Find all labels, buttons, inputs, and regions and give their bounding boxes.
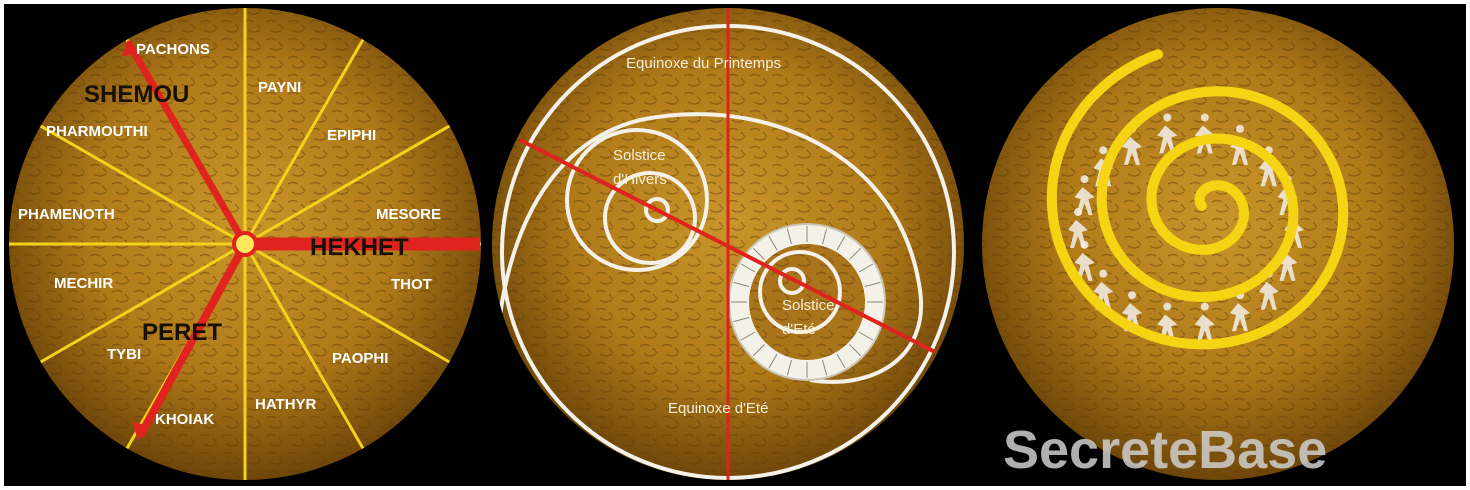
label-winter-solstice-2: d'Hivers (613, 171, 667, 188)
watermark: SecreteBase (1003, 420, 1327, 480)
season-shemou: SHEMOU (84, 81, 189, 108)
zodiac-figure (1230, 291, 1250, 332)
zodiac-tick (752, 247, 765, 260)
zodiac-figure (1122, 124, 1142, 165)
month-labels: PACHONS PAYNI EPIPHI MESORE THOT PAOPHI … (18, 41, 441, 428)
label-summer-solstice-1: Solstice (782, 297, 835, 314)
spiral-outer-sweep (493, 112, 924, 471)
zodiac-tick (858, 263, 874, 273)
arrowhead-peret (132, 422, 150, 440)
month-payni: PAYNI (258, 79, 301, 96)
zodiac-tick (768, 353, 778, 369)
zodiac-tick (733, 317, 750, 323)
zodiac-figure (1157, 302, 1178, 343)
month-hathyr: HATHYR (255, 396, 317, 413)
spiral-summer (758, 250, 842, 334)
month-epiphi: EPIPHI (327, 127, 376, 144)
month-khoiak: KHOIAK (155, 411, 214, 428)
season-peret: PERET (142, 319, 222, 346)
season-hekhet: HEKHET (310, 234, 409, 261)
zodiac-tick (733, 281, 750, 287)
zodiac-tick (822, 359, 828, 376)
spiral-winter (565, 128, 709, 272)
panel-left-calendar: PACHONS PAYNI EPIPHI MESORE THOT PAOPHI … (9, 8, 481, 480)
zodiac-tick (768, 235, 778, 251)
month-mesore: MESORE (376, 206, 441, 223)
zodiac-figure (1277, 240, 1298, 281)
zodiac-tick (864, 281, 881, 287)
month-paophi: PAOPHI (332, 350, 388, 367)
month-mechir: MECHIR (54, 275, 113, 292)
zodiac-tick (836, 353, 846, 369)
label-equinox-bottom: Equinoxe d'Eté (668, 400, 768, 417)
axis-diagonal (519, 138, 936, 354)
zodiac-ring-ticks (731, 226, 883, 378)
season-line-shemou (124, 40, 249, 246)
zodiac-tick (740, 331, 756, 341)
zodiac-figure (1194, 302, 1215, 343)
month-pharmouthi: PHARMOUTHI (46, 123, 148, 140)
label-summer-solstice-2: d'Eté (782, 321, 816, 338)
yellow-spiral (1046, 49, 1349, 350)
zodiac-tick (836, 235, 846, 251)
panel-middle-spiral: Equinoxe du Printemps Solstice d'Hivers … (492, 8, 964, 480)
zodiac-tick (858, 331, 874, 341)
panel-right-spiral: SecreteBase (982, 8, 1454, 480)
zodiac-tick (822, 228, 828, 245)
label-winter-solstice-1: Solstice (613, 147, 666, 164)
month-phamenoth: PHAMENOTH (18, 206, 115, 223)
month-tybi: TYBI (107, 346, 141, 363)
zodiac-figure (1068, 208, 1088, 248)
season-lines (122, 40, 480, 440)
zodiac-figure (1157, 113, 1178, 154)
zodiac-figure (1074, 175, 1095, 216)
month-thot: THOT (391, 276, 432, 293)
label-equinox-top: Equinoxe du Printemps (626, 55, 781, 72)
season-line-peret (136, 242, 249, 438)
zodiac-tick (752, 344, 765, 357)
month-pachons: PACHONS (136, 41, 210, 58)
zodiac-tick (786, 228, 792, 245)
zodiac-tick (849, 344, 862, 357)
zodiac-figure (1074, 240, 1095, 281)
zodiac-figure (1258, 146, 1279, 187)
zodiac-tick (849, 247, 862, 260)
center-hub (232, 231, 258, 257)
zodiac-figure (1258, 269, 1279, 310)
arrowhead-shemou (122, 40, 140, 56)
zodiac-tick (740, 263, 756, 273)
zodiac-tick (786, 359, 792, 376)
